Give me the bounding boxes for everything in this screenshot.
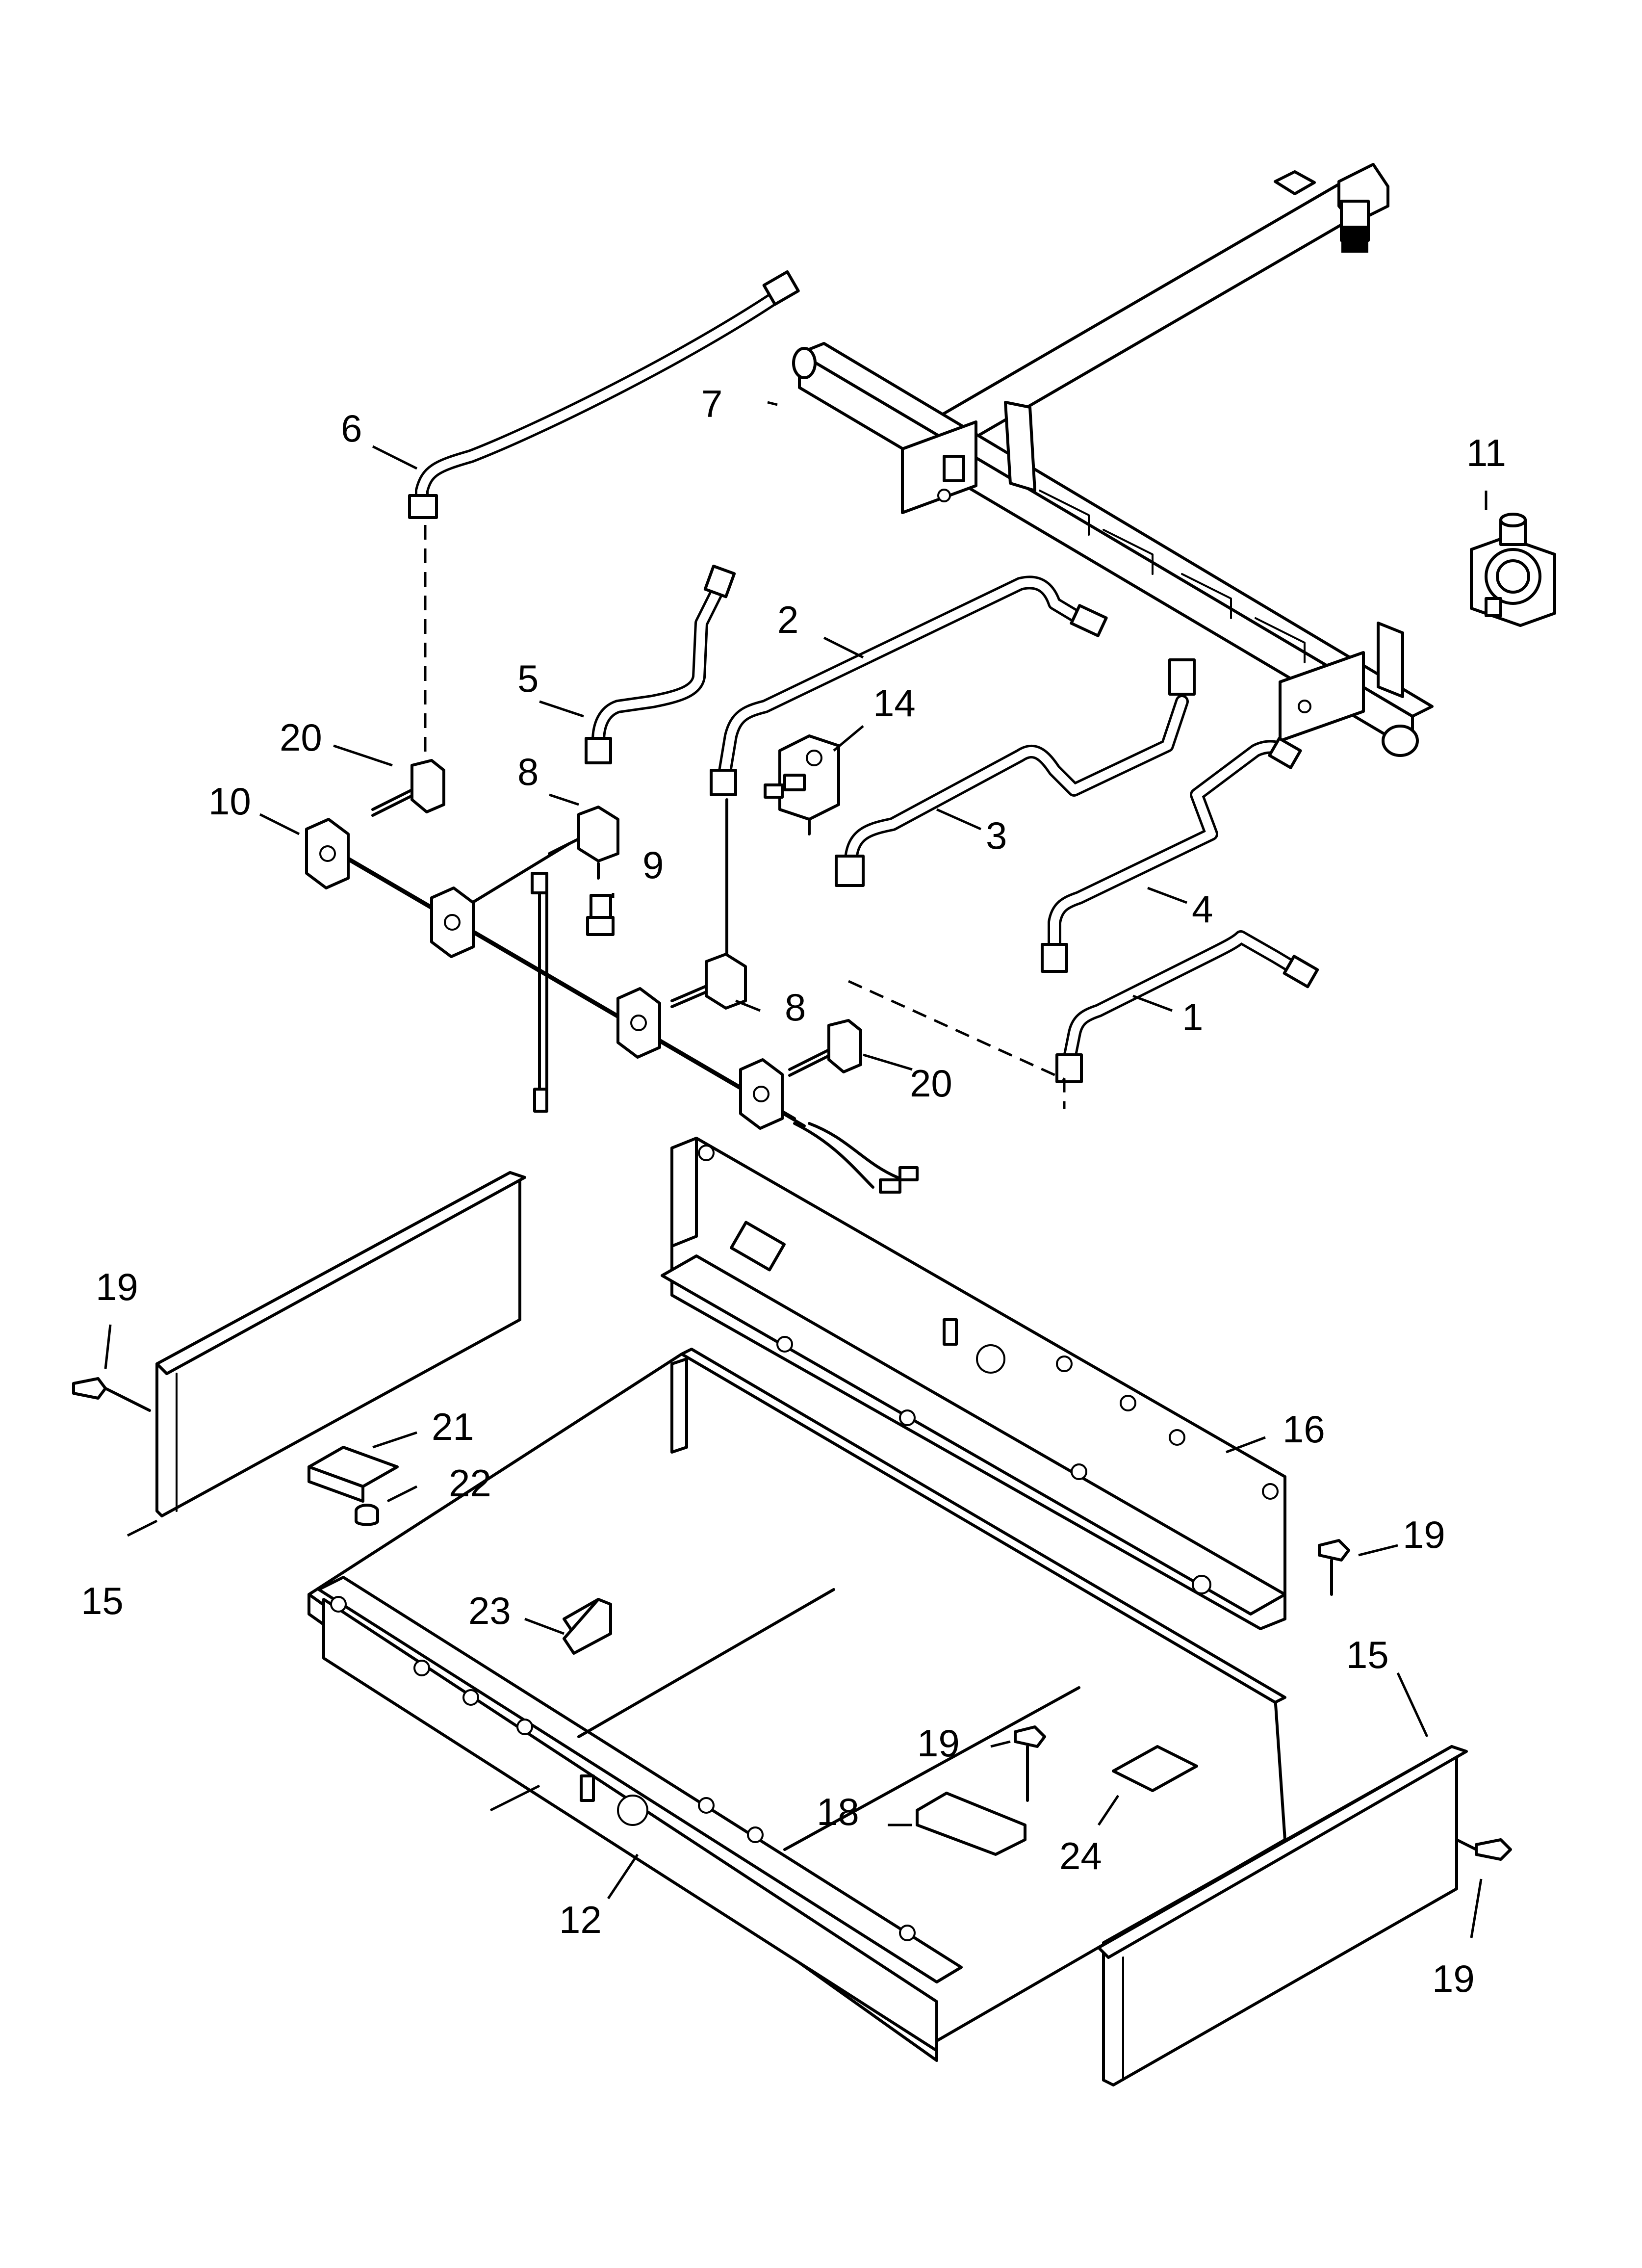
- part-24-plate: [1112, 1745, 1198, 1792]
- callout-3: 3: [986, 814, 1007, 857]
- part-9-fitting: [586, 894, 615, 936]
- part-12-base-pan: [308, 1348, 1286, 2062]
- part-20-valve-left: [371, 759, 445, 817]
- part-19-screw-c: [1014, 1725, 1046, 1802]
- part-19-screw-d: [1455, 1838, 1512, 1861]
- part-4-tube: [1041, 737, 1302, 973]
- part-16-back-panel: [661, 1137, 1286, 1630]
- callout-19-left: 19: [96, 1265, 138, 1308]
- callout-15-right: 15: [1346, 1633, 1389, 1676]
- part-21-bracket: [308, 1446, 399, 1503]
- part-19-screw-b: [1318, 1539, 1350, 1596]
- callout-15-left: 15: [81, 1579, 124, 1622]
- callout-19-right: 19: [1403, 1513, 1445, 1556]
- part-7-manifold: [792, 163, 1434, 757]
- callout-22: 22: [449, 1461, 491, 1505]
- callout-19-bottom-right: 19: [1432, 1957, 1475, 2000]
- callout-16: 16: [1283, 1408, 1325, 1451]
- callout-8-lower: 8: [785, 986, 806, 1029]
- callout-20-lower: 20: [910, 1062, 952, 1105]
- callout-1: 1: [1182, 995, 1203, 1039]
- part-10-switch-harness: [305, 818, 919, 1194]
- callout-18: 18: [817, 1790, 859, 1833]
- callout-4: 4: [1192, 887, 1213, 931]
- callout-10: 10: [208, 780, 251, 823]
- callout-21: 21: [432, 1405, 474, 1448]
- part-3-tube: [835, 658, 1196, 887]
- callout-12: 12: [559, 1898, 602, 1941]
- callout-arrows: [104, 401, 1488, 1938]
- part-2-tube: [710, 575, 1108, 973]
- part-8-valve-lower: [670, 953, 747, 1010]
- part-23-bracket: [563, 1598, 612, 1655]
- callout-11: 11: [1466, 431, 1506, 474]
- callout-9: 9: [642, 843, 664, 886]
- callout-2: 2: [777, 598, 798, 641]
- part-20-valve-right: [788, 980, 1066, 1109]
- part-6-tube: [408, 270, 800, 760]
- part-1-tube: [1055, 930, 1319, 1083]
- callout-5: 5: [517, 657, 539, 700]
- part-5-tube: [585, 564, 736, 764]
- part-8-valve-upper: [548, 806, 619, 880]
- callout-6: 6: [341, 407, 362, 450]
- callout-7: 7: [701, 382, 722, 425]
- callout-8-upper: 8: [517, 750, 539, 793]
- part-14-valve: [764, 734, 840, 835]
- callout-14: 14: [873, 681, 916, 725]
- callout-23: 23: [468, 1589, 511, 1632]
- callouts: 1 2 3 4 5 6 7 8 8 9 10 11 12 14 15 15 16…: [81, 382, 1506, 2000]
- callout-19-center: 19: [917, 1721, 960, 1765]
- part-22-grommet: [355, 1504, 379, 1526]
- part-15-side-panel-left: [155, 1171, 526, 1517]
- callout-20-upper: 20: [280, 716, 322, 759]
- part-18-bracket: [916, 1792, 1026, 1856]
- part-11-regulator: [1470, 513, 1556, 627]
- callout-24: 24: [1059, 1834, 1102, 1877]
- part-15-side-panel-right: [1097, 1745, 1468, 2086]
- part-19-screw-a: [72, 1377, 151, 1412]
